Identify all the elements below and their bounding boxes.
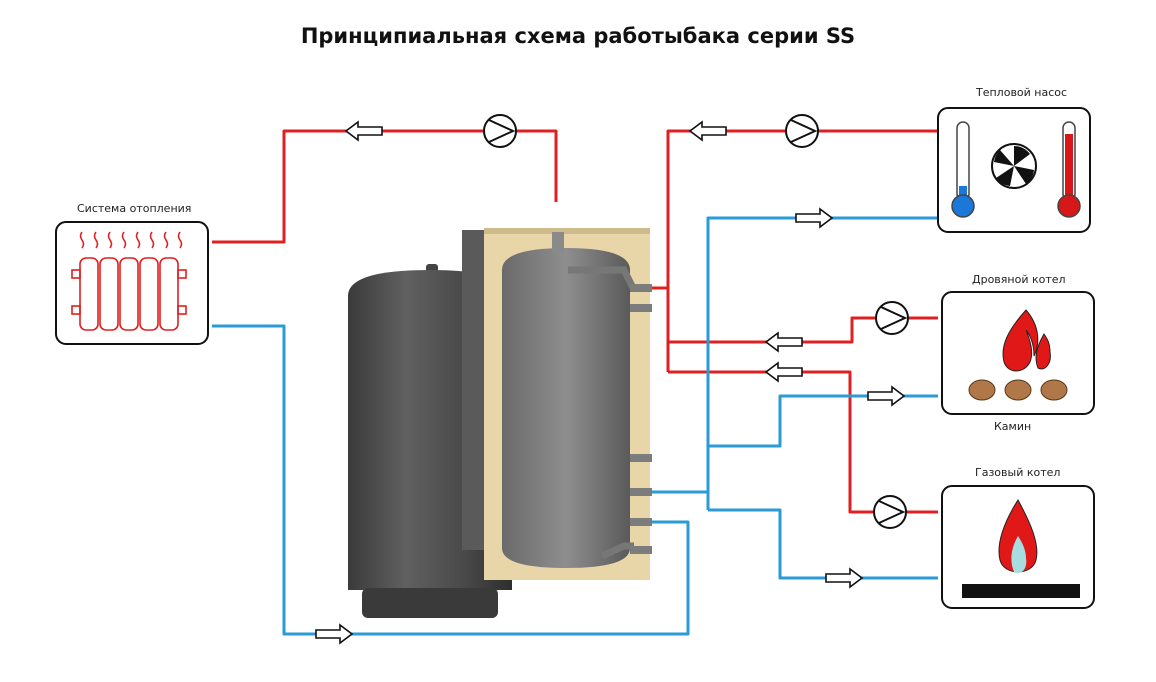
flow-arrow-icon bbox=[825, 567, 864, 589]
gas-boiler-label: Газовый котел bbox=[975, 466, 1061, 479]
fireplace-label: Камин bbox=[994, 420, 1032, 433]
wood-boiler-cold-pipe bbox=[708, 394, 938, 448]
heat-pump-label: Тепловой насос bbox=[976, 86, 1068, 99]
inner-vessel bbox=[502, 248, 630, 568]
wood-boiler-box bbox=[941, 291, 1095, 415]
heating-return-pipe bbox=[212, 324, 690, 636]
radiator-icon bbox=[71, 231, 187, 331]
flow-arrow-icon bbox=[344, 120, 383, 142]
flow-arrow-icon bbox=[764, 361, 803, 383]
flow-arrow-icon bbox=[688, 120, 727, 142]
tank-base bbox=[362, 588, 498, 618]
pump-icon bbox=[785, 114, 819, 148]
fan-icon bbox=[991, 143, 1037, 189]
heating-system-label: Система отопления bbox=[77, 202, 192, 215]
heat-pump-box bbox=[937, 107, 1091, 233]
page-title: Принципиальная схема работыбака серии SS bbox=[300, 24, 856, 48]
flow-arrows bbox=[315, 120, 906, 645]
pump-icon bbox=[873, 495, 907, 529]
flow-arrow-icon bbox=[867, 385, 906, 407]
flame-icon bbox=[1002, 309, 1051, 372]
wood-boiler-label: Дровяной котел bbox=[972, 273, 1066, 286]
tank-cutaway bbox=[462, 228, 652, 580]
heat-pump-cold-pipe bbox=[706, 216, 938, 510]
pump-icon bbox=[875, 301, 909, 335]
thermometer-icon bbox=[1057, 121, 1081, 218]
flow-arrow-icon bbox=[315, 623, 354, 645]
thermometer-icon bbox=[951, 121, 975, 218]
log-icon bbox=[968, 379, 1068, 401]
heating-supply-pipe bbox=[212, 129, 558, 244]
pump-icon bbox=[483, 114, 517, 148]
heat-pump-hot-pipe bbox=[666, 129, 938, 372]
gas-burner-icon bbox=[962, 499, 1080, 598]
heating-system-box bbox=[55, 221, 209, 345]
pumps bbox=[483, 114, 909, 529]
flow-arrow-icon bbox=[795, 207, 834, 229]
flow-arrow-icon bbox=[764, 331, 803, 353]
gas-boiler-box bbox=[941, 485, 1095, 609]
